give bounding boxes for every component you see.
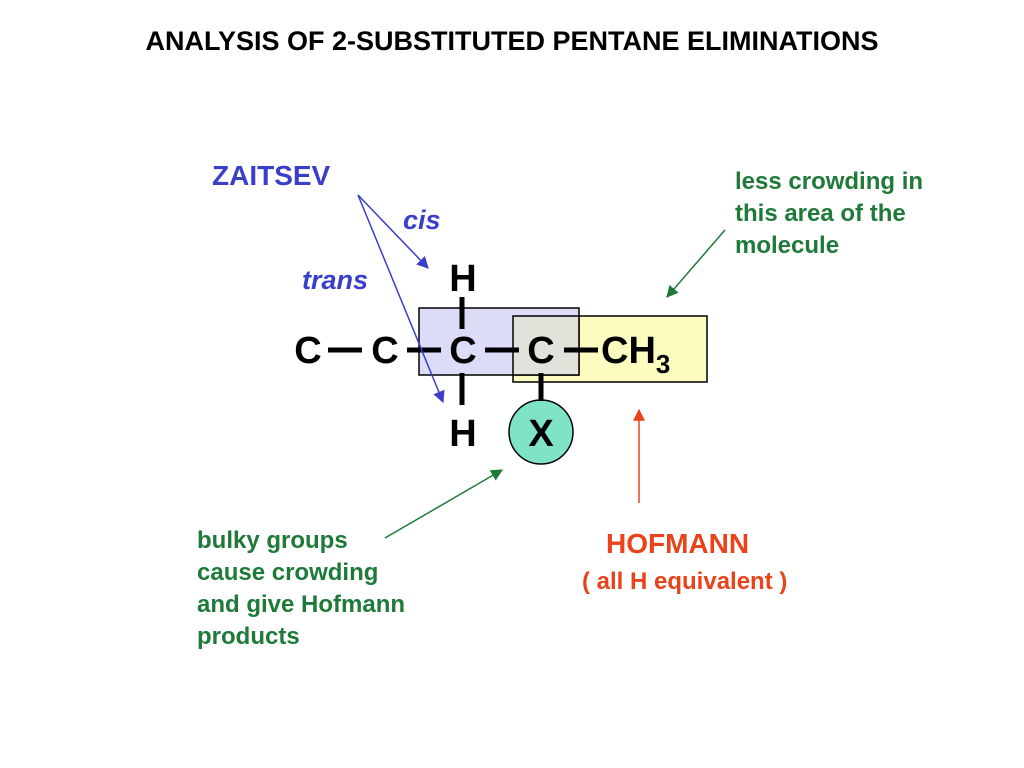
atom-c4: C xyxy=(527,330,554,372)
atom-c1: C xyxy=(294,330,321,372)
trans-label: trans xyxy=(302,265,369,295)
zaitsev-arrow-cis xyxy=(357,194,429,269)
atom-h-top: H xyxy=(449,258,476,300)
overlap-highlight-box xyxy=(512,315,580,376)
atom-h-bottom: H xyxy=(449,413,476,455)
atom-ch3: CH3 xyxy=(601,330,670,379)
atom-c2: C xyxy=(371,330,398,372)
atom-x: X xyxy=(528,413,554,455)
zaitsev-arrow-trans xyxy=(357,194,445,404)
bulky-groups-arrow xyxy=(384,469,504,539)
atom-c3: C xyxy=(449,330,476,372)
cis-label: cis xyxy=(403,205,441,235)
zaitsev-label: ZAITSEV xyxy=(212,160,331,191)
bulky-groups-note: bulky groups cause crowding and give Hof… xyxy=(197,527,406,650)
hofmann-note: ( all H equivalent ) xyxy=(582,568,788,595)
less-crowding-arrow xyxy=(666,229,726,298)
less-crowding-note: less crowding in this area of the molecu… xyxy=(735,168,924,259)
page-title: ANALYSIS OF 2-SUBSTITUTED PENTANE ELIMIN… xyxy=(145,26,879,56)
hofmann-label: HOFMANN xyxy=(606,528,750,559)
